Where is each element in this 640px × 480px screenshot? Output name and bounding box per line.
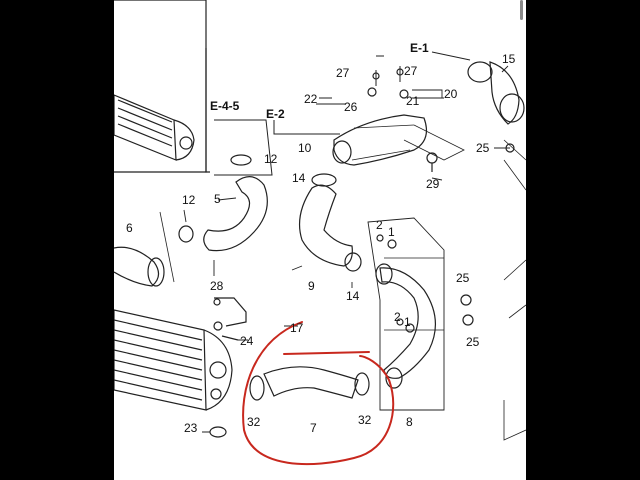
part-label-1-mid: 1 (404, 315, 411, 329)
clamp-32-right (354, 372, 370, 396)
part-label-23: 23 (184, 421, 198, 435)
clamp-14-top (311, 173, 337, 187)
part-label-29: 29 (426, 177, 440, 191)
part-label-27-right: 27 (404, 64, 418, 78)
clamp-12-top (230, 154, 252, 166)
part-label-22: 22 (304, 92, 318, 106)
pipe-8 (379, 267, 437, 379)
part-label-1-top: 1 (388, 225, 395, 239)
part-label-12-top: 12 (264, 152, 278, 166)
part-label-9: 9 (308, 279, 315, 293)
part-label-5: 5 (214, 192, 221, 206)
clamp-32-left (249, 375, 265, 401)
part-label-27-left: 27 (336, 66, 350, 80)
clamp-14-lower (344, 252, 362, 272)
part-label-24: 24 (240, 334, 254, 348)
diagram-drawing (114, 0, 526, 466)
part-label-2-top: 2 (376, 218, 383, 232)
part-label-25-mid: 25 (456, 271, 470, 285)
part-label-32-right: 32 (358, 413, 372, 427)
part-label-7: 7 (310, 421, 317, 435)
part-label-6: 6 (126, 221, 133, 235)
part-label-25-lower: 25 (466, 335, 480, 349)
pipe-15 (489, 61, 520, 125)
part-label-14-lower: 14 (346, 289, 360, 303)
pipe-6 (114, 246, 160, 287)
part-label-2-mid: 2 (394, 310, 401, 324)
pipe-5 (203, 176, 268, 252)
intercooler-bottom (114, 309, 233, 411)
intercooler-top (114, 94, 195, 161)
part-label-20: 20 (444, 87, 458, 101)
part-label-10: 10 (298, 141, 312, 155)
ref-label-e2[interactable]: E-2 (266, 107, 285, 121)
scrollbar-thumb[interactable] (520, 0, 523, 20)
part-label-25-top: 25 (476, 141, 490, 155)
parts-diagram: E-1 E-2 E-4-5 15 27 27 22 20 26 21 12 10… (114, 0, 526, 480)
part-label-8: 8 (406, 415, 413, 429)
pipe-7 (263, 366, 359, 399)
part-label-32-left: 32 (247, 415, 261, 429)
part-label-14-top: 14 (292, 171, 306, 185)
bracket-24 (214, 297, 247, 327)
ref-label-e1[interactable]: E-1 (410, 41, 429, 55)
part-label-12-lower: 12 (182, 193, 196, 207)
part-label-15: 15 (502, 52, 516, 66)
grommet-23 (209, 426, 227, 438)
pipe-9 (299, 184, 353, 267)
clamp-15 (467, 61, 493, 83)
intake-pipe-10 (333, 114, 427, 166)
assembly-box-8 (367, 217, 445, 411)
part-label-26: 26 (344, 100, 358, 114)
part-label-17: 17 (290, 321, 304, 335)
ref-label-e45[interactable]: E-4-5 (210, 99, 240, 113)
part-label-21: 21 (406, 94, 420, 108)
part-label-28: 28 (210, 279, 224, 293)
clamp-12-lower (178, 225, 194, 243)
inset-box-e45 (214, 119, 273, 176)
red-annotation (242, 321, 395, 466)
